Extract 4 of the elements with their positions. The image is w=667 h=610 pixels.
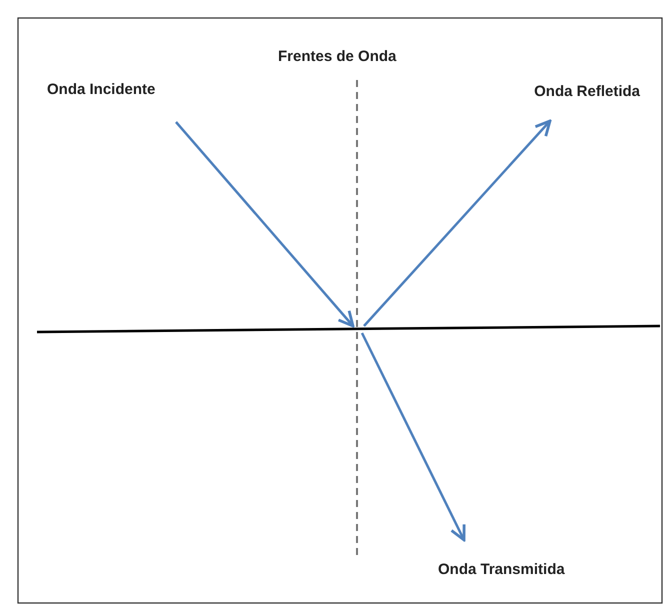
ray-label: Onda Refletida xyxy=(534,83,640,101)
ray-label: Onda Incidente xyxy=(47,81,156,99)
ray-label: Frentes de Onda xyxy=(278,48,396,66)
ray-label: Onda Transmitida xyxy=(438,561,565,579)
